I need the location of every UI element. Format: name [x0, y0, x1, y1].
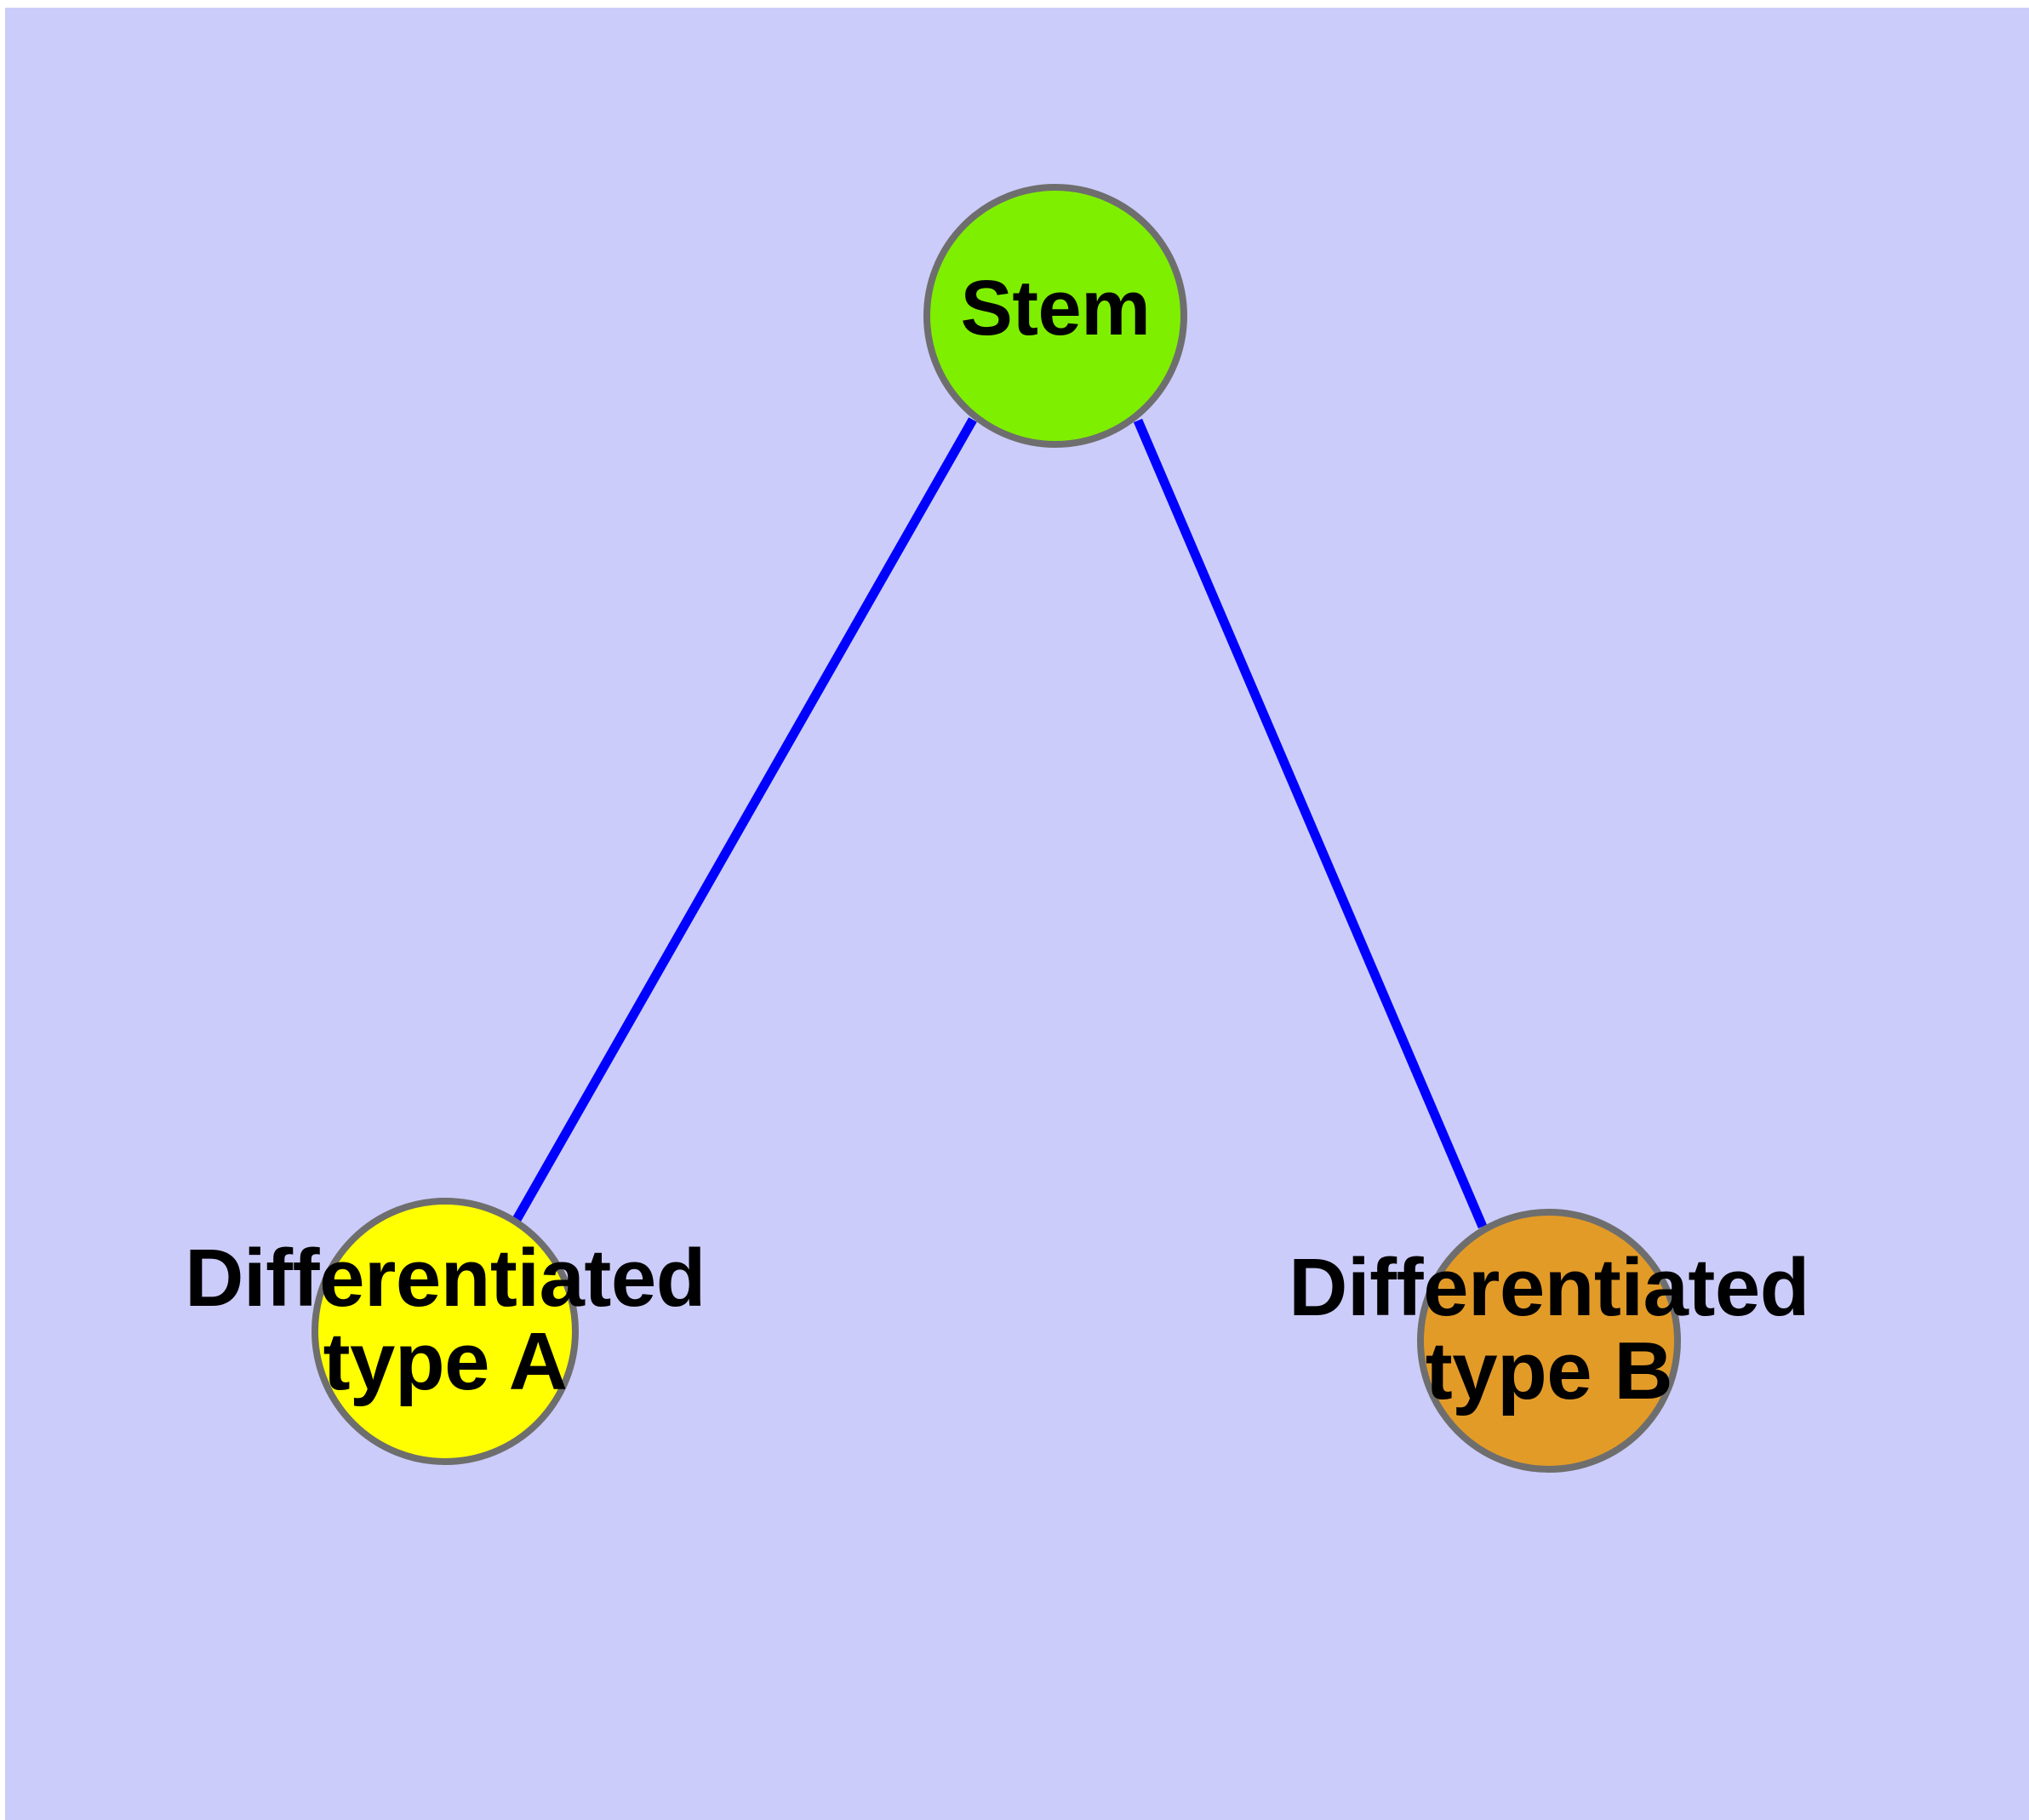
node-differentiated-type-b[interactable]	[1417, 1209, 1681, 1473]
node-layer	[311, 184, 1681, 1473]
edge-layer	[510, 417, 1488, 1229]
edge-stem-to-type-a	[510, 417, 977, 1227]
node-differentiated-type-a[interactable]	[311, 1198, 579, 1465]
node-stem[interactable]	[923, 184, 1187, 448]
edge-stem-to-type-b	[1133, 418, 1488, 1229]
